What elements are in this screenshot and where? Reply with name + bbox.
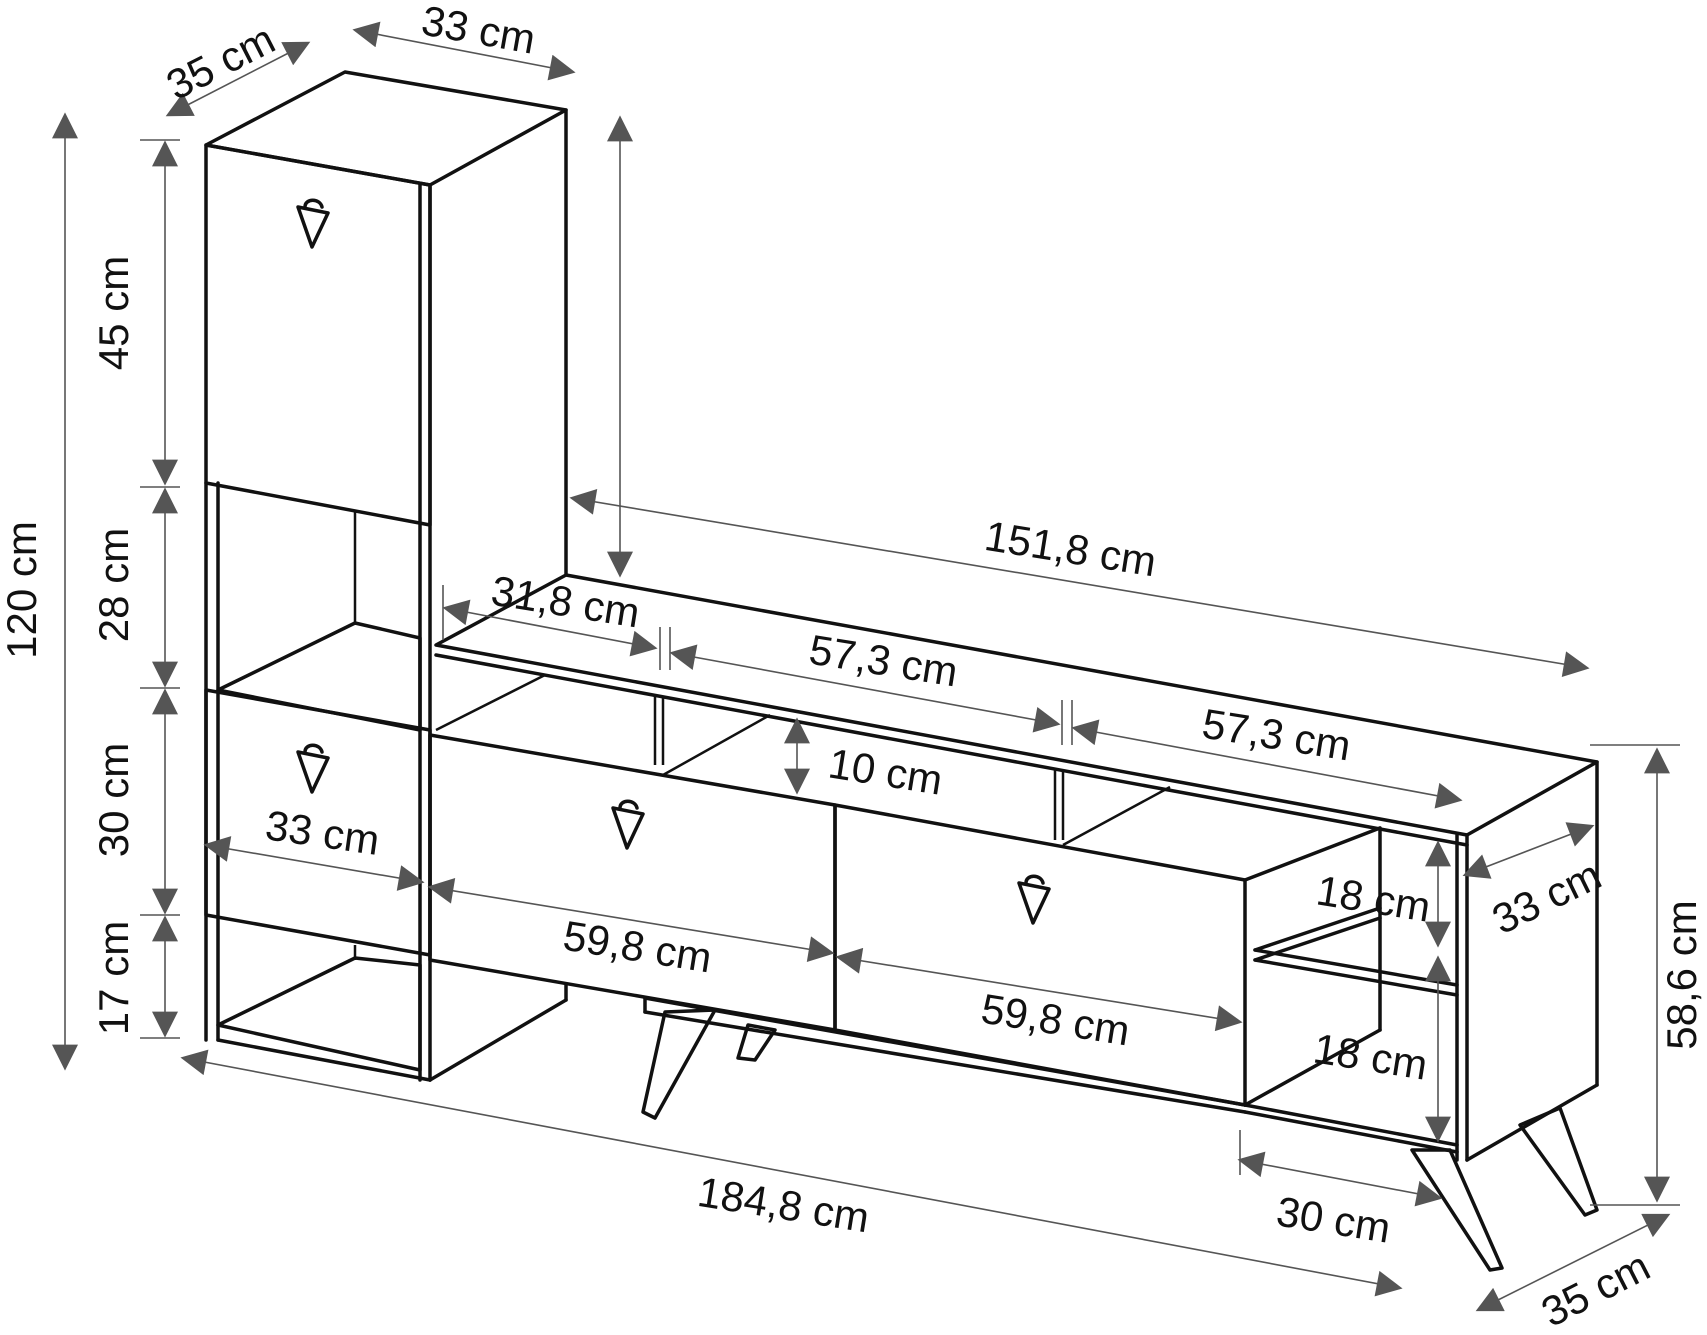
label-top-shelf-height: 10 cm: [825, 739, 945, 803]
v-handle-icon: [296, 198, 330, 249]
label-unit-depth: 35 cm: [1534, 1242, 1657, 1335]
label-tower-width-top: 33 cm: [418, 0, 539, 63]
v-handle-icon: [611, 799, 645, 850]
label-door-height: 45 cm: [90, 256, 137, 370]
tower-top: [204, 70, 568, 187]
tv-unit-drawer-left: [428, 733, 837, 1032]
tower-open-shelf: [216, 621, 422, 732]
label-drawer-left-width: 59,8 cm: [560, 912, 715, 982]
label-tv-unit-length: 151,8 cm: [982, 512, 1160, 585]
dimension-lines: [52, 21, 1680, 1312]
label-tower-drawer-width: 33 cm: [263, 801, 383, 863]
leg-back-right: [1518, 1106, 1599, 1217]
label-unit-height: 58,6 cm: [1658, 900, 1705, 1049]
tower-bottom-shelf: [216, 956, 422, 1072]
label-top-shelf-left: 31,8 cm: [488, 567, 643, 637]
label-open-shelf-height: 28 cm: [90, 528, 137, 642]
label-top-shelf-right: 57,3 cm: [1199, 700, 1354, 770]
label-total-length: 184,8 cm: [695, 1168, 873, 1241]
label-side-depth: 33 cm: [1485, 851, 1608, 943]
label-drawer-right-width: 59,8 cm: [978, 985, 1133, 1055]
leg-front-right: [1410, 1148, 1504, 1272]
label-drawer-height: 30 cm: [90, 743, 137, 857]
leg-front-left: [641, 1008, 717, 1120]
label-side-shelf-upper: 18 cm: [1313, 866, 1433, 930]
v-handle-icon: [1017, 874, 1051, 925]
v-handle-icon: [296, 743, 330, 794]
label-bottom-shelf-height: 17 cm: [90, 921, 137, 1035]
label-tower-depth-top: 35 cm: [159, 15, 282, 109]
label-total-height: 120 cm: [0, 521, 45, 659]
label-side-opening-width: 30 cm: [1273, 1187, 1393, 1251]
tv-unit-drawer-right: [833, 803, 1247, 1107]
label-top-shelf-mid: 57,3 cm: [806, 626, 961, 696]
label-side-shelf-lower: 18 cm: [1310, 1024, 1430, 1088]
